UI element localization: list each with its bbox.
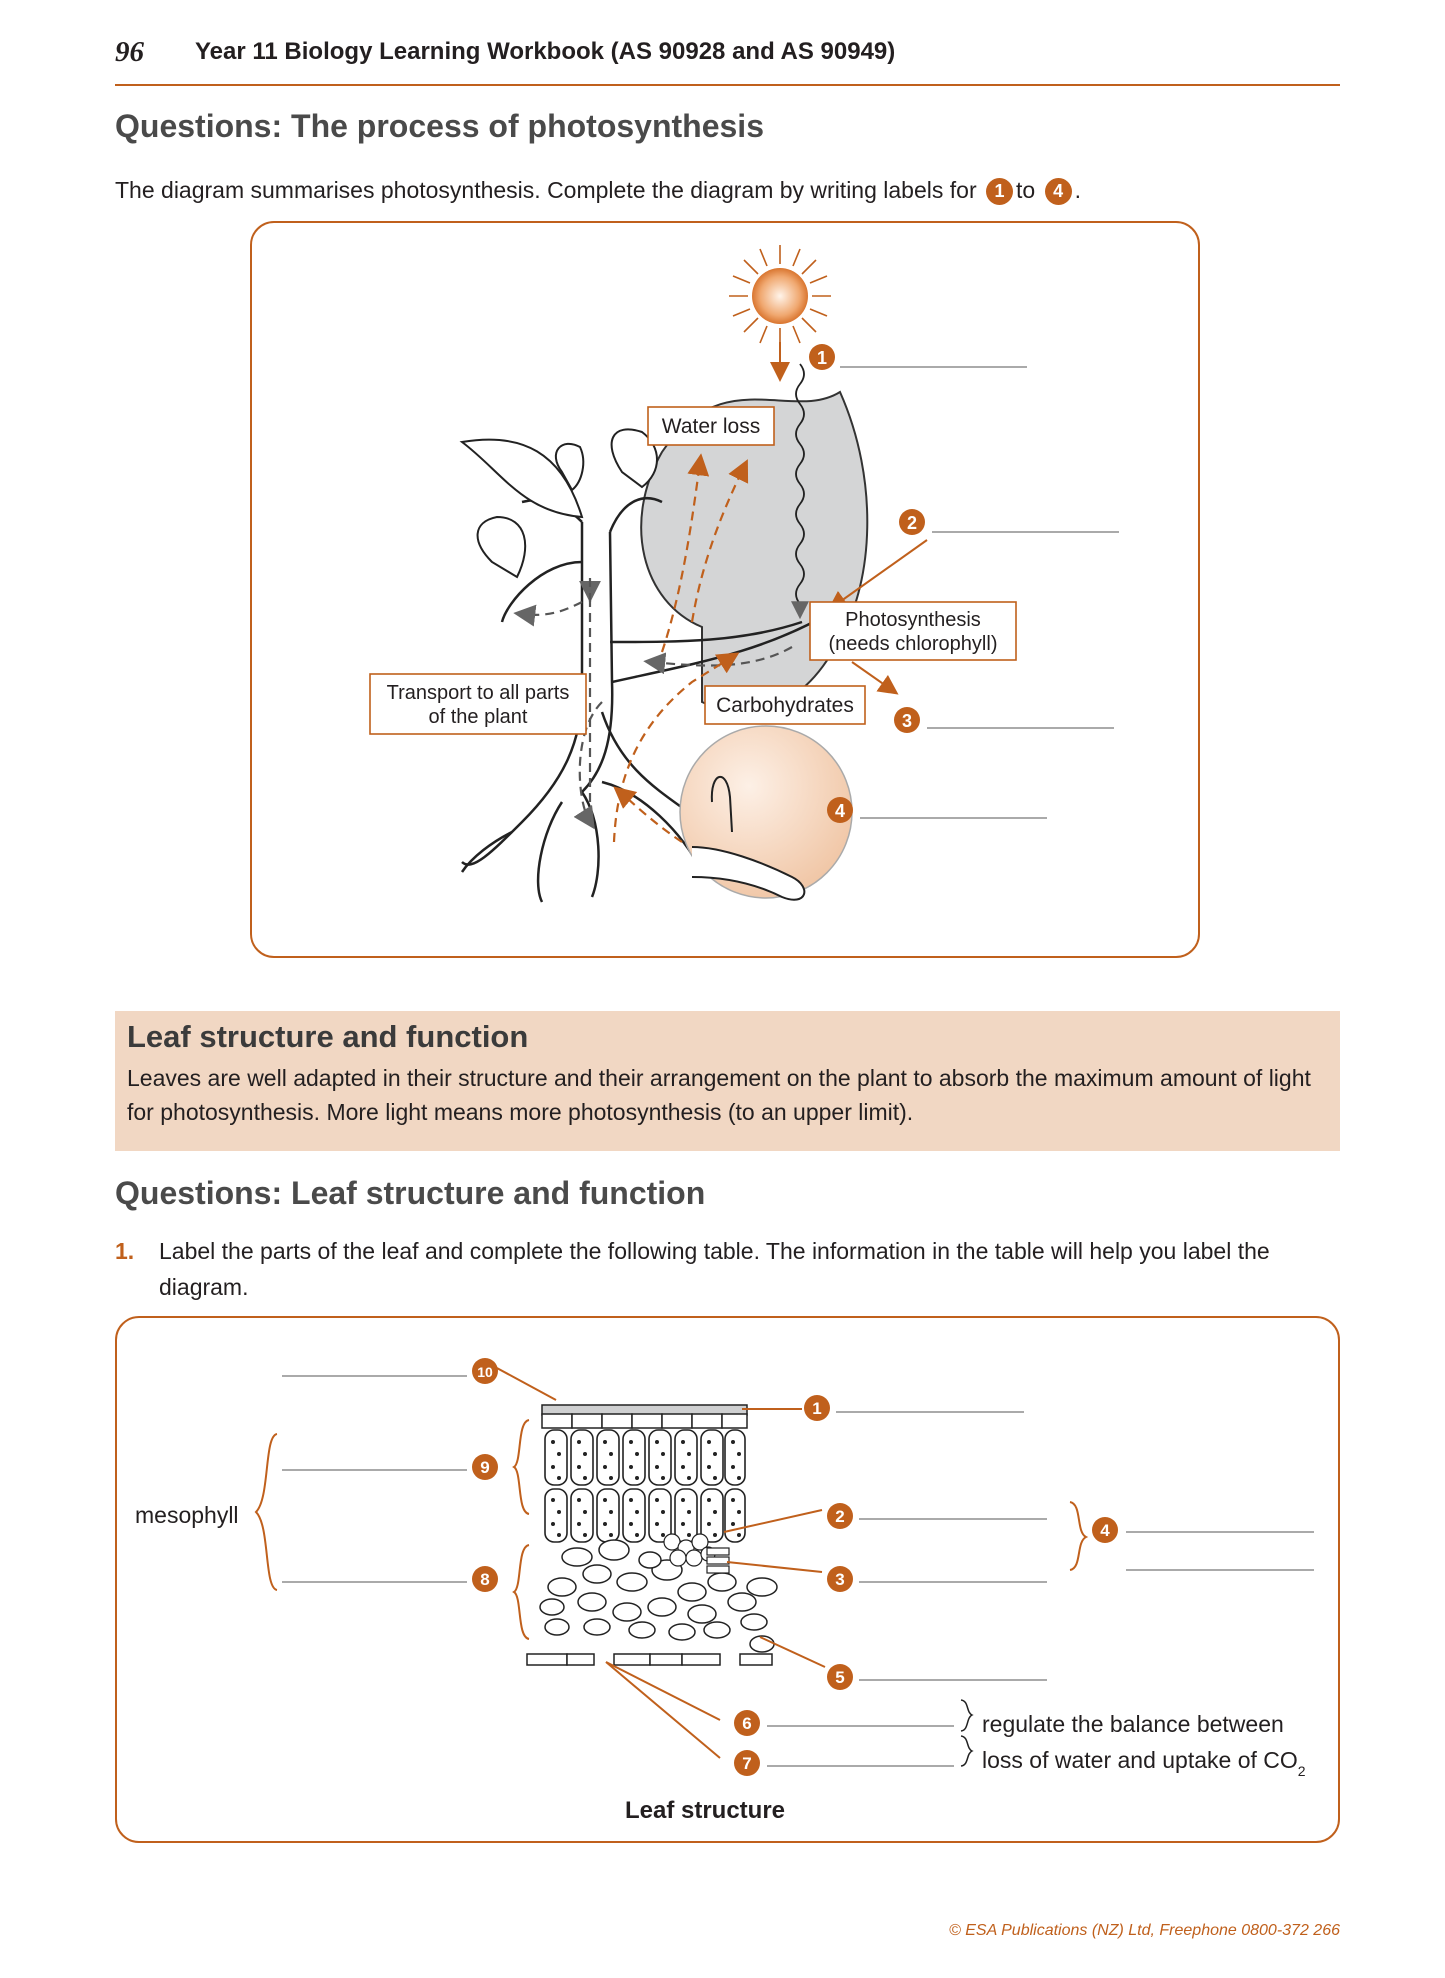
lower-epidermis — [526, 1653, 773, 1666]
top-bud — [610, 428, 658, 489]
page-number: 96 — [115, 36, 144, 68]
transport-label-line1: Transport to all parts — [387, 682, 570, 704]
flower-left — [476, 515, 527, 579]
leaf-marker-10: 10 — [477, 1364, 493, 1380]
photo-marker-4: 4 — [835, 801, 845, 821]
leaf-structure-frame: 10 1 9 2 4 8 3 5 6 7 mesophyll regulate … — [115, 1316, 1340, 1843]
leaf-marker-3: 3 — [835, 1570, 844, 1589]
leaf-marker-8: 8 — [480, 1570, 489, 1589]
spongy-layer — [539, 1539, 778, 1653]
leaf-marker-4: 4 — [1100, 1521, 1110, 1540]
leaf-info-title: Leaf structure and function — [127, 1019, 529, 1054]
instruction-marker-end: 4 — [1044, 178, 1072, 206]
photosynthesis-label-line2: (needs chlorophyll) — [829, 633, 998, 655]
co2-subscript: 2 — [1298, 1763, 1306, 1779]
mesophyll-label: mesophyll — [135, 1502, 239, 1528]
sun-icon — [729, 245, 831, 347]
question-1-text: Label the parts of the leaf and complete… — [159, 1238, 1270, 1300]
leaf-info-box: Leaf structure and function Leaves are w… — [115, 1011, 1340, 1151]
copyright-footer: © ESA Publications (NZ) Ltd, Freephone 0… — [949, 1922, 1340, 1939]
water-loss-label: Water loss — [662, 415, 760, 438]
regulate-line2: loss of water and uptake of CO — [982, 1747, 1298, 1773]
question-1: 1. Label the parts of the leaf and compl… — [115, 1233, 1340, 1305]
instruction-text: The diagram summarises photosynthesis. C… — [115, 177, 977, 203]
regulate-line1: regulate the balance between — [982, 1711, 1284, 1737]
leaf-marker-9: 9 — [480, 1458, 489, 1477]
leaf-marker-7: 7 — [742, 1754, 751, 1773]
svg-text:loss of water and uptake of CO: loss of water and uptake of CO2 — [982, 1747, 1306, 1779]
photo-marker-1: 1 — [817, 348, 827, 368]
question-1-number: 1. — [115, 1238, 135, 1264]
photosynthesis-heading: Questions: The process of photosynthesis — [115, 108, 764, 144]
leaf-marker-5: 5 — [835, 1668, 844, 1687]
palisade-layer — [544, 1429, 746, 1543]
vascular-bundle — [663, 1533, 730, 1574]
book-title: Year 11 Biology Learning Workbook (AS 90… — [195, 38, 896, 65]
photo-marker-3: 3 — [902, 711, 912, 731]
photosynthesis-diagram: Water loss Photosynthesis (needs chlorop… — [369, 245, 1119, 903]
leaf-structure-caption: Leaf structure — [625, 1797, 785, 1824]
photosynthesis-diagram-frame: Water loss Photosynthesis (needs chlorop… — [250, 221, 1200, 958]
photosynthesis-label-line1: Photosynthesis — [845, 609, 981, 631]
leaf-marker-6: 6 — [742, 1714, 751, 1733]
leaf-marker-2: 2 — [835, 1507, 844, 1526]
photo-marker-2: 2 — [907, 513, 917, 533]
bud-left — [555, 442, 585, 492]
leaf-info-text: Leaves are well adapted in their structu… — [127, 1065, 1311, 1125]
instruction-to: to — [1016, 177, 1036, 203]
page-header: 96 Year 11 Biology Learning Workbook (AS… — [115, 30, 1340, 86]
top-left-leaf — [459, 438, 584, 519]
leaf-marker-1: 1 — [812, 1399, 821, 1418]
photosynthesis-instruction: The diagram summarises photosynthesis. C… — [115, 174, 1081, 207]
carbohydrates-label: Carbohydrates — [716, 694, 854, 717]
leaf-questions-heading: Questions: Leaf structure and function — [115, 1175, 706, 1211]
leaf-structure-diagram: 10 1 9 2 4 8 3 5 6 7 mesophyll regulate … — [135, 1358, 1314, 1824]
instruction-period: . — [1074, 177, 1081, 203]
transport-label-line2: of the plant — [429, 706, 528, 728]
instruction-marker-start: 1 — [986, 178, 1013, 206]
